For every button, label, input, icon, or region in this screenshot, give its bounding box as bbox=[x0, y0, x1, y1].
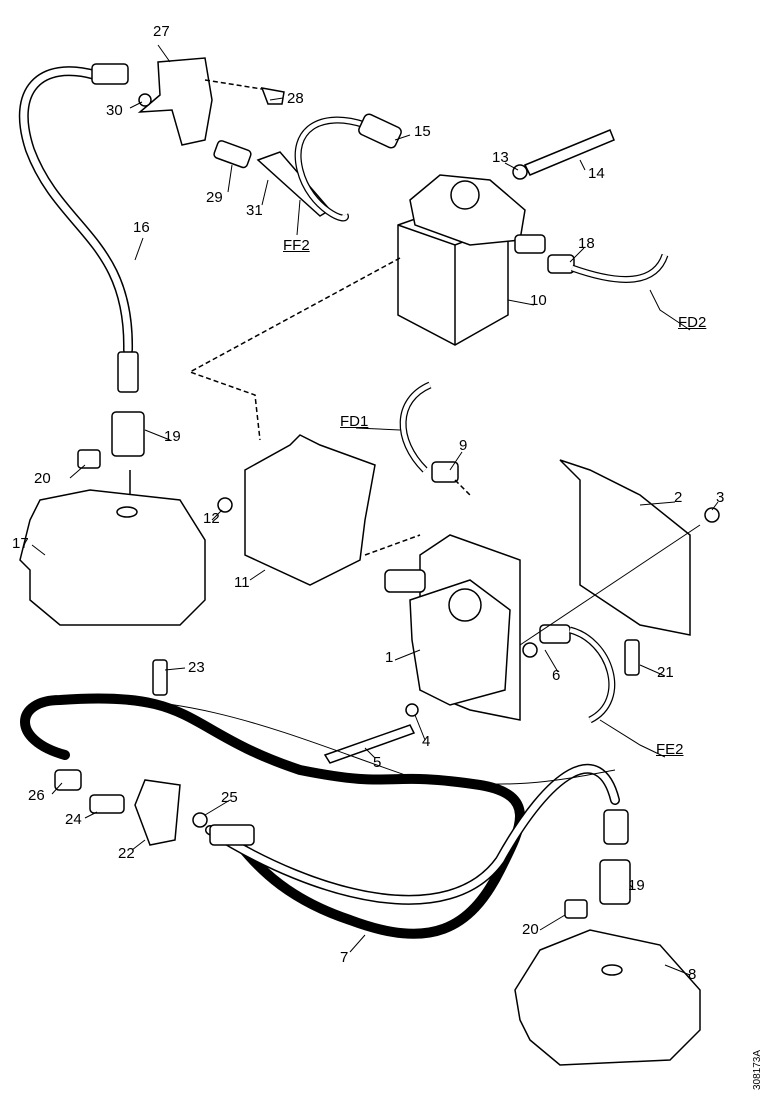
label-25: 25 bbox=[221, 789, 238, 806]
label-5: 5 bbox=[373, 754, 382, 771]
label-19: 19 bbox=[164, 428, 181, 445]
hose-16 bbox=[18, 63, 139, 393]
fitting-15 bbox=[358, 113, 402, 149]
tee-19-left bbox=[77, 411, 145, 520]
label-19-right: 19 bbox=[628, 877, 645, 894]
washer-25 bbox=[192, 812, 208, 828]
label-31: 31 bbox=[246, 202, 263, 219]
nut-12 bbox=[217, 497, 233, 513]
fitting-24 bbox=[89, 794, 125, 814]
label-17: 17 bbox=[12, 535, 29, 552]
label-12: 12 bbox=[203, 510, 220, 527]
fitting-26 bbox=[54, 769, 82, 791]
label-30: 30 bbox=[106, 102, 123, 119]
label-20: 20 bbox=[34, 470, 51, 487]
tee-19-right bbox=[564, 859, 631, 919]
fitting-6 bbox=[522, 642, 538, 658]
reference-ff2: FF2 bbox=[283, 237, 310, 254]
label-27: 27 bbox=[153, 23, 170, 40]
bracket-2 bbox=[559, 459, 691, 636]
bolt-14 bbox=[523, 129, 615, 176]
label-24: 24 bbox=[65, 811, 82, 828]
label-20-right: 20 bbox=[522, 921, 539, 938]
screw-21 bbox=[624, 639, 640, 676]
label-28: 28 bbox=[287, 90, 304, 107]
label-10: 10 bbox=[530, 292, 547, 309]
label-2: 2 bbox=[674, 489, 683, 506]
fitting-19-top bbox=[603, 809, 629, 845]
tank-17 bbox=[19, 489, 206, 626]
screw-23 bbox=[152, 659, 168, 696]
reference-fd2: FD2 bbox=[678, 314, 707, 331]
fitting-29 bbox=[213, 140, 252, 169]
label-16: 16 bbox=[133, 219, 150, 236]
fitting-7 bbox=[209, 824, 255, 846]
label-9: 9 bbox=[459, 437, 468, 454]
reference-fe2: FE2 bbox=[656, 741, 684, 758]
screw-28 bbox=[260, 87, 285, 105]
label-26: 26 bbox=[28, 787, 45, 804]
washer-30 bbox=[138, 93, 152, 107]
label-4: 4 bbox=[422, 733, 431, 750]
label-18: 18 bbox=[578, 235, 595, 252]
hose-7 bbox=[20, 693, 620, 939]
valve-10 bbox=[397, 174, 546, 346]
bracket-11 bbox=[244, 434, 376, 586]
washer-4 bbox=[405, 703, 419, 717]
label-7: 7 bbox=[340, 949, 349, 966]
valve-1 bbox=[384, 534, 521, 721]
label-15: 15 bbox=[414, 123, 431, 140]
bolt-5 bbox=[323, 724, 416, 764]
leader-lines bbox=[31, 44, 719, 976]
washer-13 bbox=[512, 164, 528, 180]
bracket-27 bbox=[137, 57, 213, 146]
nut-3 bbox=[704, 507, 720, 523]
fitting-18 bbox=[547, 254, 575, 274]
label-6: 6 bbox=[552, 667, 561, 684]
label-22: 22 bbox=[118, 845, 135, 862]
reference-fd1: FD1 bbox=[340, 413, 369, 430]
label-11: 11 bbox=[234, 574, 250, 591]
tank-8 bbox=[514, 929, 701, 1066]
label-13: 13 bbox=[492, 149, 509, 166]
label-21: 21 bbox=[657, 664, 674, 681]
fitting-fe2 bbox=[539, 624, 571, 644]
bracket-22 bbox=[134, 779, 181, 846]
label-29: 29 bbox=[206, 189, 223, 206]
label-23: 23 bbox=[188, 659, 205, 676]
label-3: 3 bbox=[716, 489, 725, 506]
label-14: 14 bbox=[588, 165, 605, 182]
label-8: 8 bbox=[688, 966, 697, 983]
drawing-code: 308173A bbox=[752, 1049, 763, 1090]
label-1: 1 bbox=[385, 649, 394, 666]
fitting-9 bbox=[431, 461, 459, 483]
